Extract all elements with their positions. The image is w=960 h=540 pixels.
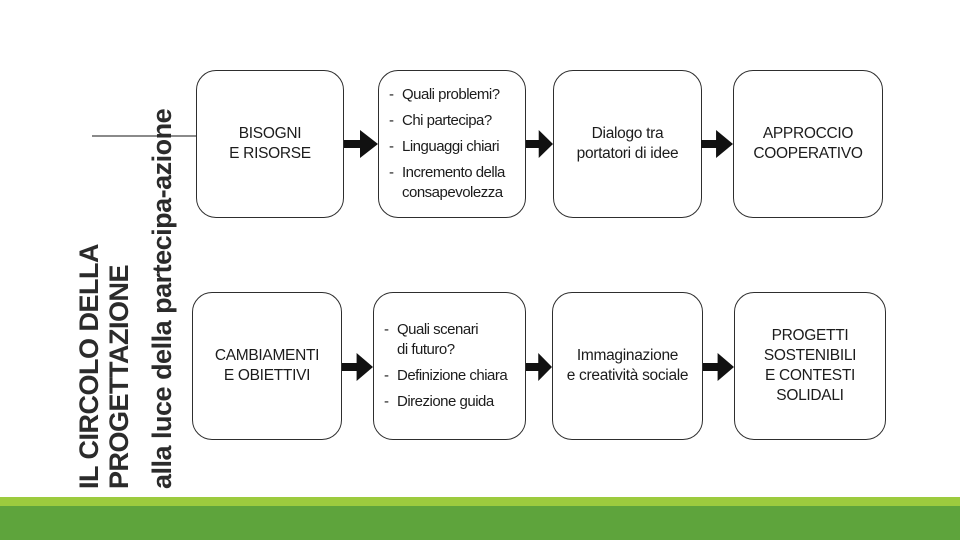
box-text-line: E CONTESTI — [764, 367, 855, 384]
box-text-line: E OBIETTIVI — [223, 367, 311, 384]
box-text-line: COOPERATIVO — [753, 145, 863, 162]
footer-bar-dark-green — [0, 506, 960, 540]
flow-box-scenari-futuro: Quali scenari di futuro? Definizione chi… — [373, 292, 526, 440]
box-text-line: APPROCCIO — [762, 125, 854, 142]
title-line-1: IL CIRCOLO DELLA — [74, 244, 104, 489]
flow-box-immaginazione-creativita: Immaginazione e creatività sociale — [552, 292, 703, 440]
flow-box-progetti-sostenibili: PROGETTI SOSTENIBILI E CONTESTI SOLIDALI — [734, 292, 886, 440]
title-line-2: PROGETTAZIONE — [104, 264, 134, 489]
bullet-item: Definizione chiara — [384, 366, 523, 386]
box-text-line: Dialogo tra — [591, 125, 664, 142]
bullet-item: Quali problemi? — [389, 85, 523, 105]
bullet-item: Direzione guida — [384, 392, 523, 412]
box-text-line: portatori di idee — [576, 145, 679, 162]
title-rule — [92, 135, 196, 137]
flow-box-bisogni-e-risorse: BISOGNI E RISORSE — [196, 70, 344, 218]
arrow-right-icon — [526, 352, 552, 382]
arrow-right-icon — [703, 352, 734, 382]
bullet-item: Chi partecipa? — [389, 111, 523, 131]
slide-subtitle: alla luce della partecipa-azione — [147, 108, 177, 489]
flow-box-domande-partecipazione: Quali problemi? Chi partecipa? Linguaggi… — [378, 70, 526, 218]
slide-title: IL CIRCOLO DELLA PROGETTAZIONE alla luce… — [74, 49, 177, 489]
box-text-line: e creatività sociale — [566, 367, 689, 384]
box-text-line: BISOGNI — [238, 125, 302, 142]
box-text-line: Immaginazione — [576, 347, 679, 364]
box-text-line: CAMBIAMENTI — [214, 347, 320, 364]
bullet-item: Quali scenari di futuro? — [384, 320, 523, 360]
box-text-line: PROGETTI — [771, 327, 849, 344]
arrow-right-icon — [701, 129, 733, 159]
bullet-item: Linguaggi chiari — [389, 137, 523, 157]
flow-box-cambiamenti-e-obiettivi: CAMBIAMENTI E OBIETTIVI — [192, 292, 342, 440]
arrow-right-icon — [344, 129, 378, 159]
flow-box-approccio-cooperativo: APPROCCIO COOPERATIVO — [733, 70, 883, 218]
bullet-item: Incremento della consapevolezza — [389, 163, 523, 203]
flow-box-dialogo-portatori-idee: Dialogo tra portatori di idee — [553, 70, 702, 218]
footer-bar-light-green — [0, 497, 960, 506]
box-text-line: E RISORSE — [229, 145, 311, 162]
box-text-line: SOSTENIBILI — [763, 347, 857, 364]
arrow-right-icon — [342, 352, 373, 382]
box-text-line: SOLIDALI — [776, 387, 844, 404]
arrow-right-icon — [526, 129, 553, 159]
